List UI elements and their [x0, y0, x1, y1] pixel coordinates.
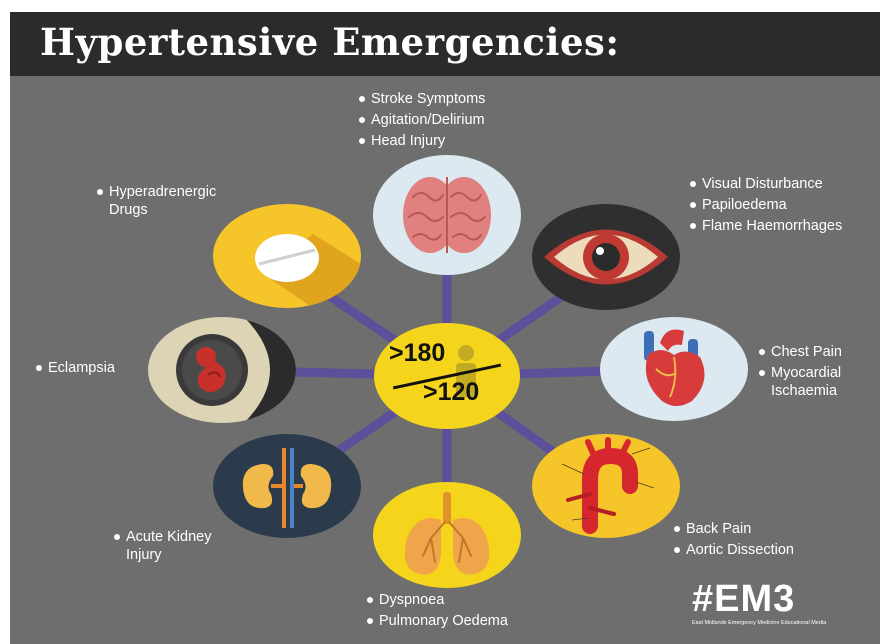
page-title: Hypertensive Emergencies:: [40, 20, 620, 64]
label-heart: Chest Pain Myocardial Ischaemia: [757, 343, 879, 403]
brand-hashtag: #EM3: [692, 578, 796, 620]
aorta-node: [532, 434, 680, 538]
label-fetus: Eclampsia: [34, 359, 154, 380]
bullet-item: Flame Haemorrhages: [688, 217, 858, 235]
blood-pressure-center: >180 >120: [374, 323, 520, 429]
bullet-item: Myocardial Ischaemia: [757, 364, 879, 400]
title-bar: Hypertensive Emergencies:: [10, 12, 880, 76]
systolic-threshold: >180: [389, 339, 446, 367]
bullet-item: Aortic Dissection: [672, 541, 862, 559]
diastolic-threshold: >120: [423, 378, 480, 406]
lungs-node: [373, 482, 521, 588]
brain-node: [373, 155, 521, 275]
label-pill: Hyperadrenergic Drugs: [95, 183, 245, 222]
infographic-poster: Hypertensive Emergencies:: [10, 12, 880, 644]
heart-icon: [644, 329, 705, 406]
bullet-item: Agitation/Delirium: [357, 111, 557, 129]
bullet-item: Back Pain: [672, 520, 862, 538]
bullet-item: Eclampsia: [34, 359, 154, 377]
bullet-item: Dyspnoea: [365, 591, 585, 609]
lungs-icon: [404, 492, 490, 575]
brand-tagline: East Midlands Emergency Medicine Educati…: [692, 620, 827, 626]
kidneys-icon: [242, 448, 332, 528]
label-brain: Stroke Symptoms Agitation/Delirium Head …: [357, 90, 557, 153]
bullet-item: Pulmonary Oedema: [365, 612, 585, 630]
bullet-item: Head Injury: [357, 132, 557, 150]
bullet-item: Papiloedema: [688, 196, 858, 214]
brand-logo: #EM3 East Midlands Emergency Medicine Ed…: [692, 580, 872, 626]
pill-icon: [255, 234, 361, 308]
fetus-node: [148, 317, 296, 423]
bullet-item: Visual Disturbance: [688, 175, 858, 193]
pill-node: [213, 204, 361, 308]
fetus-icon: [176, 317, 296, 423]
label-aorta: Back Pain Aortic Dissection: [672, 520, 862, 562]
eye-icon: [544, 229, 668, 285]
heart-node: [600, 317, 748, 421]
bullet-item: Hyperadrenergic Drugs: [95, 183, 245, 219]
eye-node: [532, 204, 680, 310]
kidneys-node: [213, 434, 361, 538]
bullet-item: Stroke Symptoms: [357, 90, 557, 108]
brain-icon: [403, 177, 491, 253]
bullet-item: Acute Kidney Injury: [112, 528, 242, 564]
bullet-item: Chest Pain: [757, 343, 879, 361]
label-kidneys: Acute Kidney Injury: [112, 528, 242, 567]
aorta-icon: [561, 437, 655, 534]
label-eye: Visual Disturbance Papiloedema Flame Hae…: [688, 175, 858, 238]
label-lungs: Dyspnoea Pulmonary Oedema: [365, 591, 585, 633]
